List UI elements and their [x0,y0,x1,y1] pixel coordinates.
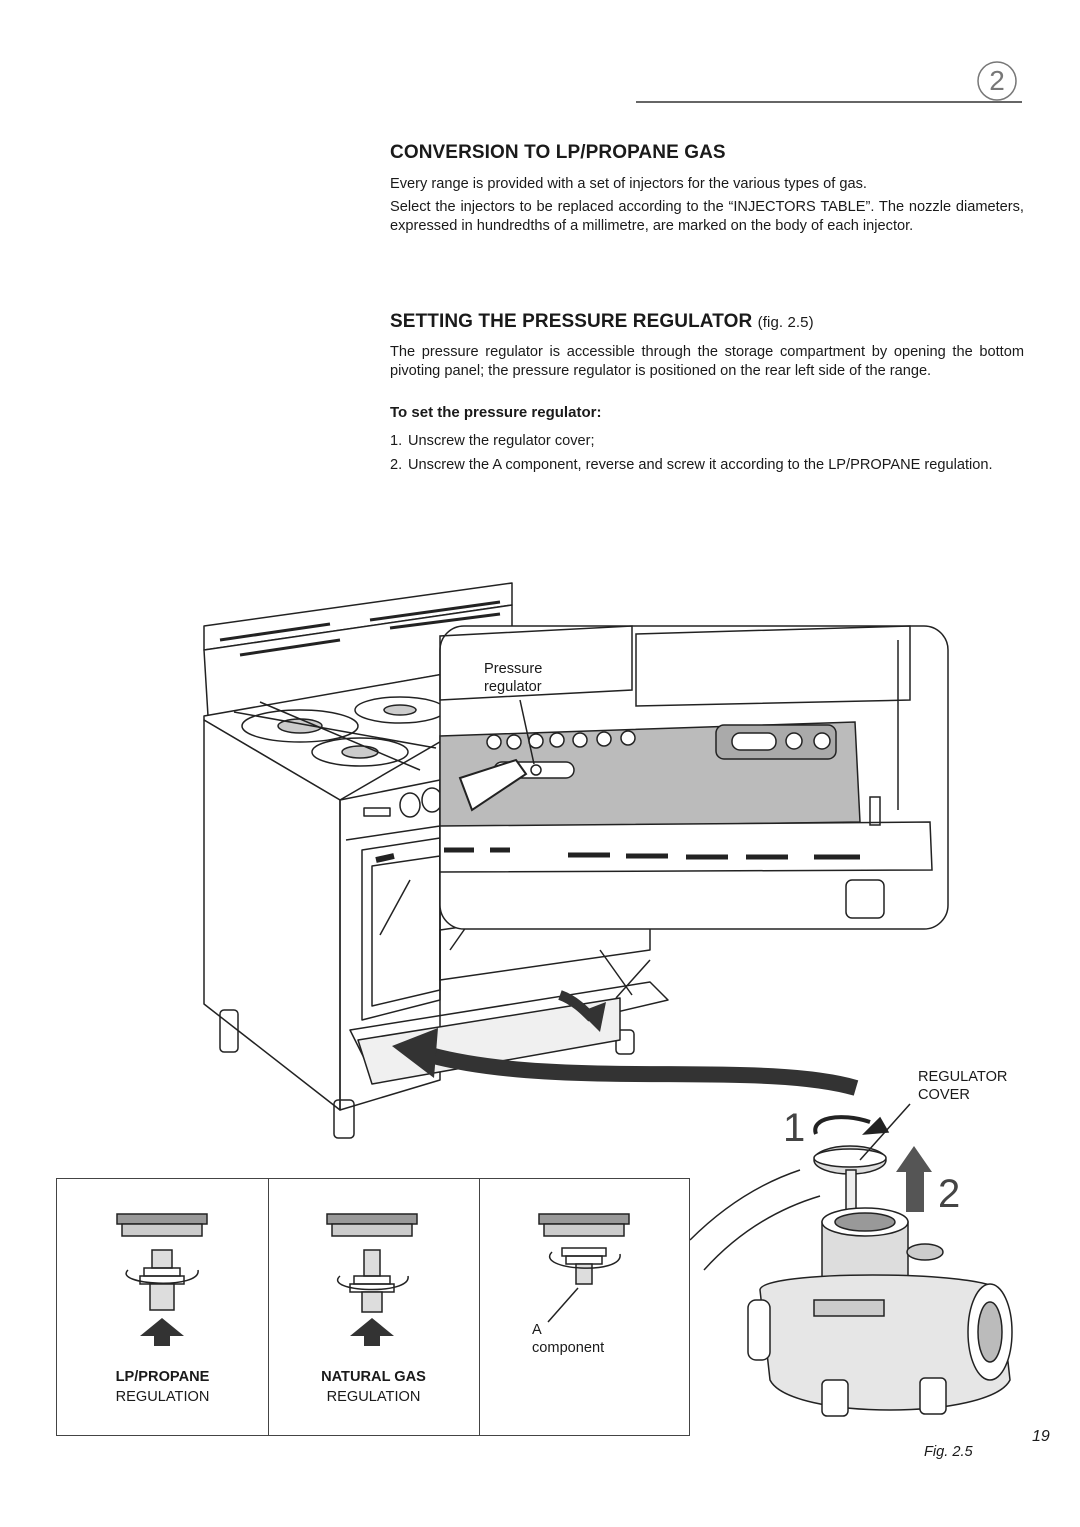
conversion-paragraph-2: Select the injectors to be replaced acco… [390,199,1024,234]
regulator-paragraph: The pressure regulator is accessible thr… [390,344,1024,379]
range-illustration [116,582,1013,1417]
regulation-table: LP/PROPANE REGULATION NATURAL GAS REGULA… [56,1178,690,1436]
a-component-label: A component [532,1321,604,1357]
step-text: Unscrew the A component, reverse and scr… [408,457,993,473]
pressure-regulator-text: Pressure regulator [484,661,543,695]
regulator-figure-reference: (fig. 2.5) [757,314,814,331]
conversion-paragraph-1: Every range is provided with a set of in… [390,176,867,192]
regulator-cover-label: REGULATOR COVER [918,1068,1007,1104]
regulator-heading: SETTING THE PRESSURE REGULATOR (fig. 2.5… [390,311,814,333]
page-number: 19 [1032,1428,1050,1445]
regulator-heading-text: SETTING THE PRESSURE REGULATOR [390,311,753,332]
chapter-number: 2 [989,65,1005,96]
step-text: Unscrew the regulator cover; [408,433,595,449]
step-number: 2. [390,457,403,473]
header-rule [636,101,1022,103]
lp-propane-cell: LP/PROPANE REGULATION [57,1179,269,1435]
step-item: 2. Unscrew the A component, reverse and … [390,456,1024,474]
pressure-regulator-label: Pressure regulator [484,660,542,696]
chapter-circle-icon [977,61,1017,101]
regulator-cover-text: REGULATOR COVER [918,1069,1008,1103]
regulator-subheading: To set the pressure regulator: [390,404,602,421]
natural-gas-label: NATURAL GAS [321,1369,426,1385]
a-component-text: A component [532,1322,605,1356]
lp-propane-label: LP/PROPANE [115,1369,210,1385]
step-1-marker: 1 [783,1106,806,1150]
natural-gas-cell: NATURAL GAS REGULATION [268,1179,480,1435]
step-2-marker: 2 [938,1172,961,1216]
regulator-steps: 1. Unscrew the regulator cover; 2. Unscr… [390,432,1024,480]
step-number: 1. [390,433,403,449]
step-item: 1. Unscrew the regulator cover; [390,432,1024,450]
natural-gas-regulation: REGULATION [326,1389,421,1405]
figure-caption: Fig. 2.5 [924,1444,973,1460]
conversion-heading: CONVERSION TO LP/PROPANE GAS [390,142,726,163]
a-component-cell [479,1179,690,1435]
lp-propane-regulation: REGULATION [115,1389,210,1405]
